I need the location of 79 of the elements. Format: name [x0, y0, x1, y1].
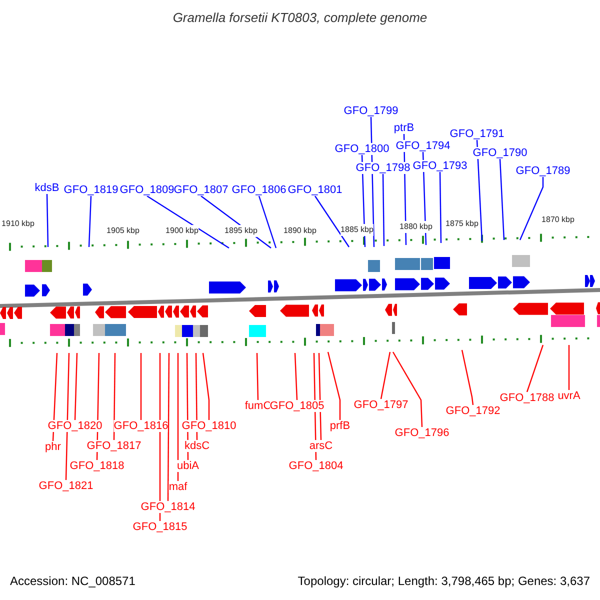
leader-line	[167, 353, 170, 501]
leader-line	[519, 177, 544, 240]
leader-line	[159, 353, 161, 521]
gene-label: ptrB	[394, 122, 414, 134]
leader-line	[382, 174, 385, 246]
leader-line	[476, 140, 483, 242]
diagram-title: Gramella forsetii KT0803, complete genome	[172, 12, 428, 24]
leader-line	[177, 353, 179, 481]
gene-label: maf	[168, 481, 188, 493]
scale-label: 1875 kbp	[446, 218, 478, 230]
gene-label: GFO_1799	[344, 105, 398, 117]
leader-line	[327, 352, 341, 420]
gene-label: GFO_1798	[356, 162, 410, 174]
gene-label: GFO_1814	[140, 501, 196, 513]
leader-line	[499, 158, 505, 240]
scale-label: 1905 kbp	[106, 225, 140, 237]
gene-label: GFO_1793	[412, 160, 468, 172]
scale-label: 1885 kbp	[340, 224, 374, 236]
leader-line	[392, 352, 423, 428]
leader-line	[256, 352, 259, 400]
scale-label: 1880 kbp	[400, 221, 432, 233]
leader-line	[46, 194, 49, 248]
gene-label: GFO_1800	[334, 143, 390, 155]
gene-label: GFO_1804	[288, 460, 344, 472]
gene-label: ubiA	[176, 460, 200, 472]
leader-line	[113, 353, 116, 440]
gene-label: GFO_1821	[38, 480, 94, 492]
gene-label: kdsB	[34, 182, 60, 194]
leader-line	[380, 352, 391, 400]
gene-label: GFO_1796	[394, 427, 450, 439]
accession-text: Accession: NC_008571	[10, 575, 136, 587]
gene-label: kdsC	[184, 440, 210, 452]
gene-label: arsC	[309, 440, 333, 452]
gene-label: GFO_1791	[450, 128, 504, 140]
leader-line	[461, 350, 474, 406]
gene-label: GFO_1801	[288, 184, 342, 196]
gene-label: phr	[45, 441, 61, 453]
leader-line	[439, 172, 442, 243]
gene-label: GFO_1816	[114, 420, 168, 432]
gene-label: GFO_1815	[132, 521, 188, 533]
leader-line	[52, 352, 58, 442]
leader-line	[202, 352, 210, 420]
leader-line	[195, 353, 198, 440]
gene-label: GFO_1790	[472, 147, 528, 159]
leader-line	[88, 196, 92, 248]
leader-line	[140, 353, 142, 420]
leader-line	[146, 196, 230, 248]
gene-label: GFO_1820	[48, 420, 102, 432]
gene-label: GFO_1806	[232, 184, 286, 196]
leader-line	[318, 352, 322, 440]
scale-label: 1890 kbp	[284, 225, 316, 237]
gene-label: GFO_1807	[174, 184, 228, 196]
genome-summary-text: Topology: circular; Length: 3,798,465 bp; Genes: 3,637	[298, 575, 590, 587]
gene-label: GFO_1805	[270, 400, 324, 412]
gene-label: GFO_1819	[64, 184, 118, 196]
leader-line	[568, 345, 570, 390]
leader-line	[65, 352, 70, 480]
leader-line	[258, 196, 277, 248]
gene-label: GFO_1788	[500, 392, 554, 404]
scale-label: 1900 kbp	[166, 225, 198, 237]
scale-label: 1910 kbp	[2, 218, 34, 230]
gene-label: GFO_1818	[70, 460, 124, 472]
gene-label: GFO_1789	[516, 165, 570, 177]
gene-label: uvrA	[558, 390, 580, 402]
leader-line	[313, 352, 317, 460]
gene-label: GFO_1809	[120, 184, 174, 196]
leader-line	[74, 352, 78, 420]
gene-label: fumC	[244, 400, 272, 412]
gene-label: GFO_1794	[396, 140, 450, 152]
scale-label: 1870 kbp	[542, 214, 574, 226]
gene-label: GFO_1810	[182, 420, 236, 432]
leader-line	[526, 344, 544, 392]
gene-label: GFO_1817	[86, 440, 142, 452]
gene-label: GFO_1792	[446, 405, 500, 417]
gene-label: prfB	[330, 420, 350, 432]
gene-label: GFO_1797	[354, 399, 408, 411]
scale-label: 1895 kbp	[224, 225, 258, 237]
leader-line	[314, 196, 350, 248]
leader-line	[294, 352, 298, 400]
